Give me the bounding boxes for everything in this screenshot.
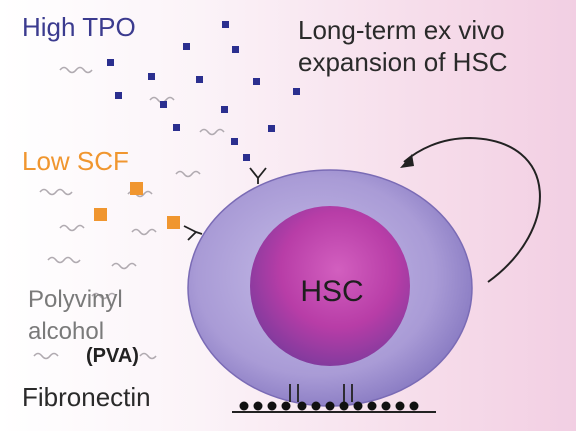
pva-squiggle-icon: [139, 352, 157, 360]
scf-label: Low SCF: [22, 146, 129, 176]
arrow-icon: [403, 136, 541, 283]
fibronectin-dot: [267, 401, 277, 411]
tpo-square-icon: [293, 88, 300, 95]
tpo-square-icon: [107, 59, 114, 66]
tpo-square-icon: [222, 21, 229, 28]
fibronectin-dot: [311, 401, 321, 411]
pva-squiggle-icon: [39, 188, 73, 196]
scf-square-icon: [167, 216, 180, 229]
fibronectin-dot: [395, 401, 405, 411]
tpo-square-icon: [183, 43, 190, 50]
tpo-square-icon: [232, 46, 239, 53]
tpo-square-icon: [268, 125, 275, 132]
tpo-square-icon: [115, 92, 122, 99]
pva-squiggle-icon: [175, 170, 201, 178]
tpo-square-icon: [148, 73, 155, 80]
pva-label: Polyvinyl alcohol: [28, 284, 123, 348]
hsc-cell: HSC: [187, 169, 473, 407]
tpo-square-icon: [231, 138, 238, 145]
pva-label-line-2: alcohol: [28, 318, 105, 345]
tpo-molecules: [107, 21, 300, 161]
title-line-2: expansion of HSC: [298, 47, 508, 77]
fibronectin-label: Fibronectin: [22, 382, 151, 412]
fibronectin-dot: [367, 401, 377, 411]
tpo-label: High TPO: [22, 12, 136, 42]
integrin-icon: [343, 384, 353, 402]
scf-molecules: [94, 182, 180, 229]
pva-squiggles: [33, 66, 225, 360]
scf-square-icon: [94, 208, 107, 221]
pva-squiggle-icon: [59, 66, 93, 74]
receptors: [183, 167, 267, 241]
tpo-square-icon: [173, 124, 180, 131]
tpo-square-icon: [196, 76, 203, 83]
arrow-head-icon: [400, 154, 414, 168]
fibronectin-dot: [297, 401, 307, 411]
integrins: [289, 384, 353, 402]
pva-squiggle-icon: [131, 228, 157, 236]
pva-abbreviation: (PVA): [86, 345, 139, 367]
pva-squiggle-icon: [91, 292, 117, 300]
pva-squiggle-icon: [47, 256, 81, 264]
cell-label: HSC: [300, 275, 363, 308]
pva-label-line-1: Polyvinyl: [28, 286, 123, 313]
expansion-arrow: [400, 136, 541, 283]
pva-squiggle-icon: [59, 224, 85, 232]
tpo-square-icon: [243, 154, 250, 161]
fibronectin-dot: [339, 401, 349, 411]
fibronectin-dot: [353, 401, 363, 411]
pva-squiggle-icon: [33, 352, 59, 360]
integrin-icon: [289, 384, 299, 402]
title-line-1: Long-term ex vivo: [298, 15, 505, 45]
fibronectin-substrate: [232, 401, 436, 413]
receptor-icon: [183, 225, 203, 241]
pva-squiggle-icon: [199, 128, 225, 136]
fibronectin-dot: [409, 401, 419, 411]
fibronectin-dot: [381, 401, 391, 411]
diagram-title: Long-term ex vivo expansion of HSC: [298, 14, 508, 78]
receptor-icon: [249, 167, 267, 184]
scf-square-icon: [130, 182, 143, 195]
fibronectin-dot: [325, 401, 335, 411]
fibronectin-dot: [239, 401, 249, 411]
cell-nucleus: [250, 206, 410, 366]
tpo-square-icon: [253, 78, 260, 85]
pva-squiggle-icon: [111, 262, 137, 270]
fibronectin-dot: [253, 401, 263, 411]
tpo-square-icon: [160, 101, 167, 108]
tpo-square-icon: [221, 106, 228, 113]
fibronectin-dot: [281, 401, 291, 411]
